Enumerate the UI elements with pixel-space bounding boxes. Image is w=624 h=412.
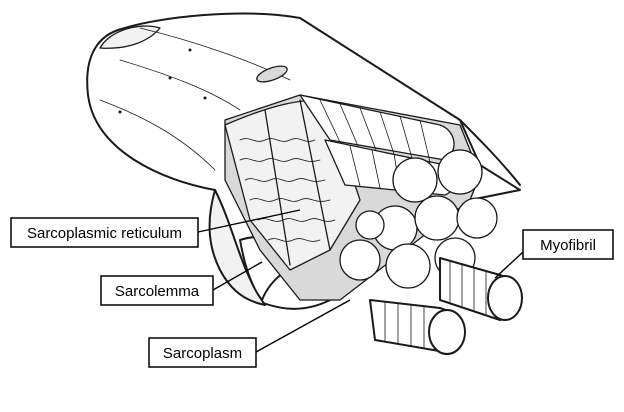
sarcolemma-flap <box>208 189 266 306</box>
leader-sarcoplasmic-reticulum <box>197 209 301 233</box>
label-sarcolemma-text: Sarcolemma <box>115 283 200 300</box>
fiber-end-cap <box>99 25 161 49</box>
label-sarcoplasm-text: Sarcoplasm <box>163 345 242 362</box>
label-sarcoplasmic-reticulum-text: Sarcoplasmic reticulum <box>27 225 182 242</box>
label-sarcolemma: Sarcolemma <box>100 275 214 306</box>
muscle-fiber-illustration <box>86 12 523 355</box>
label-myofibril: Myofibril <box>522 229 614 260</box>
label-sarcoplasm: Sarcoplasm <box>148 337 257 368</box>
leader-sarcoplasm <box>255 299 351 353</box>
leader-sarcolemma <box>212 261 263 291</box>
myofibril-cross-sections <box>339 149 498 289</box>
leader-lines <box>197 209 524 353</box>
label-sarcoplasmic-reticulum: Sarcoplasmic reticulum <box>10 217 199 248</box>
nucleus <box>256 65 288 83</box>
leader-myofibril <box>494 251 524 279</box>
label-myofibril-text: Myofibril <box>540 237 596 254</box>
